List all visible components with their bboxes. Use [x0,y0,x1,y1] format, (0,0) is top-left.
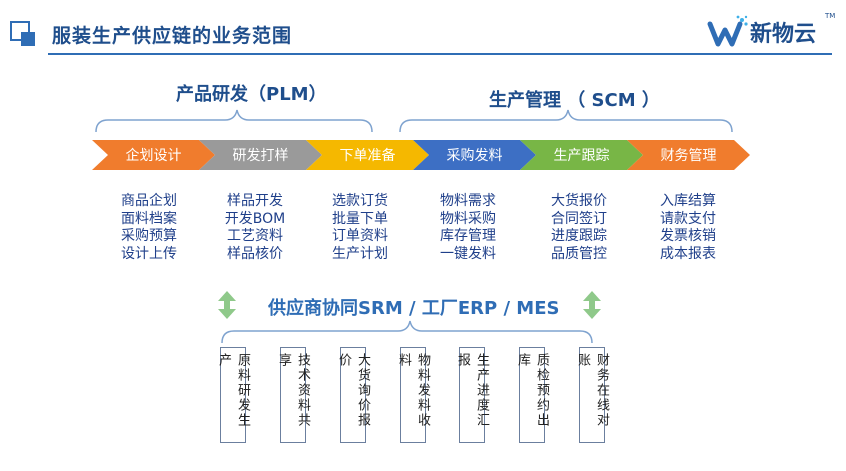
stage-chevron-3 [306,140,429,170]
stage-3-item: 订单资料 [332,228,388,244]
stage-label-4: 采购发料 [447,148,503,164]
stage-3-items: 选款订货 批量下单 订单资料 生产计划 [310,193,410,263]
stage-5-item: 合同签订 [551,210,607,227]
collab-box: 生产进度汇报 [455,347,489,443]
logo-icon [707,15,748,47]
stage-label-3: 下单准备 [340,147,396,164]
stage-chevron-5 [520,140,643,170]
srm-brace [221,320,593,344]
collab-box: 财务在线对账 [575,347,609,443]
stage-label-6: 财务管理 [661,148,717,164]
collab-box: 技术资料共享 [276,347,310,443]
stage-2-item: 工艺资料 [227,228,283,244]
plm-section-title: 产品研发（PLM） [176,84,327,105]
stage-2-item: 开发BOM [224,210,286,227]
stage-5-items: 大货报价 合同签订 进度跟踪 品质管控 [529,193,629,263]
stage-label-5: 生产跟踪 [554,148,610,164]
stage-6-item: 入库结算 [660,193,716,209]
scm-brace [399,109,733,133]
plm-brace [95,109,373,133]
stage-6-item: 请款支付 [660,210,716,227]
header-divider [48,53,832,55]
stage-4-item: 物料采购 [440,210,496,227]
stage-chevron-6 [627,140,750,170]
stage-1-items: 商品企划 面料档案 采购预算 设计上传 [99,193,199,263]
stage-5-item: 品质管控 [551,245,607,262]
collab-box: 原料研发生产 [216,347,250,443]
stage-4-item: 一键发料 [440,245,496,262]
stage-2-items: 样品开发 开发BOM 工艺资料 样品核价 [205,193,305,263]
stage-6-item: 成本报表 [660,245,716,262]
stage-3-item: 生产计划 [332,245,388,262]
collab-box: 大货询价报价 [336,347,370,443]
stage-label-1: 企划设计 [126,147,182,164]
stage-4-item: 物料需求 [440,193,496,209]
stage-2-item: 样品开发 [227,193,283,209]
stage-3-item: 选款订货 [332,193,388,209]
updown-arrow-right-icon [583,291,601,319]
title-square-icon [10,21,35,46]
stage-chevron-2 [199,140,322,170]
collab-box: 物料发料收料 [396,347,430,443]
collab-box: 质检预约出库 [515,347,549,443]
stage-label-2: 研发打样 [233,147,289,164]
srm-section-title: 供应商协同SRM / 工厂ERP / MES [268,298,560,319]
page-title: 服装生产供应链的业务范围 [52,25,293,47]
logo-trademark: TM [825,12,836,20]
stage-5-item: 大货报价 [551,193,607,209]
stage-1-item: 采购预算 [121,228,177,244]
stage-1-item: 面料档案 [121,210,177,227]
logo-text: 新物云 [750,22,817,47]
stage-6-items: 入库结算 请款支付 发票核销 成本报表 [638,193,738,263]
scm-section-title: 生产管理 （ SCM ） [489,90,660,111]
stage-chevron-4 [413,140,536,170]
stage-4-items: 物料需求 物料采购 库存管理 一键发料 [418,193,518,263]
stage-1-item: 设计上传 [121,245,177,262]
updown-arrow-left-icon [218,291,236,319]
stage-3-item: 批量下单 [332,210,388,227]
stage-1-item: 商品企划 [121,193,177,209]
stage-4-item: 库存管理 [440,228,496,244]
stage-chevron-1 [92,140,215,170]
stage-5-item: 进度跟踪 [551,228,607,244]
stage-2-item: 样品核价 [227,245,283,262]
stage-6-item: 发票核销 [660,228,716,244]
